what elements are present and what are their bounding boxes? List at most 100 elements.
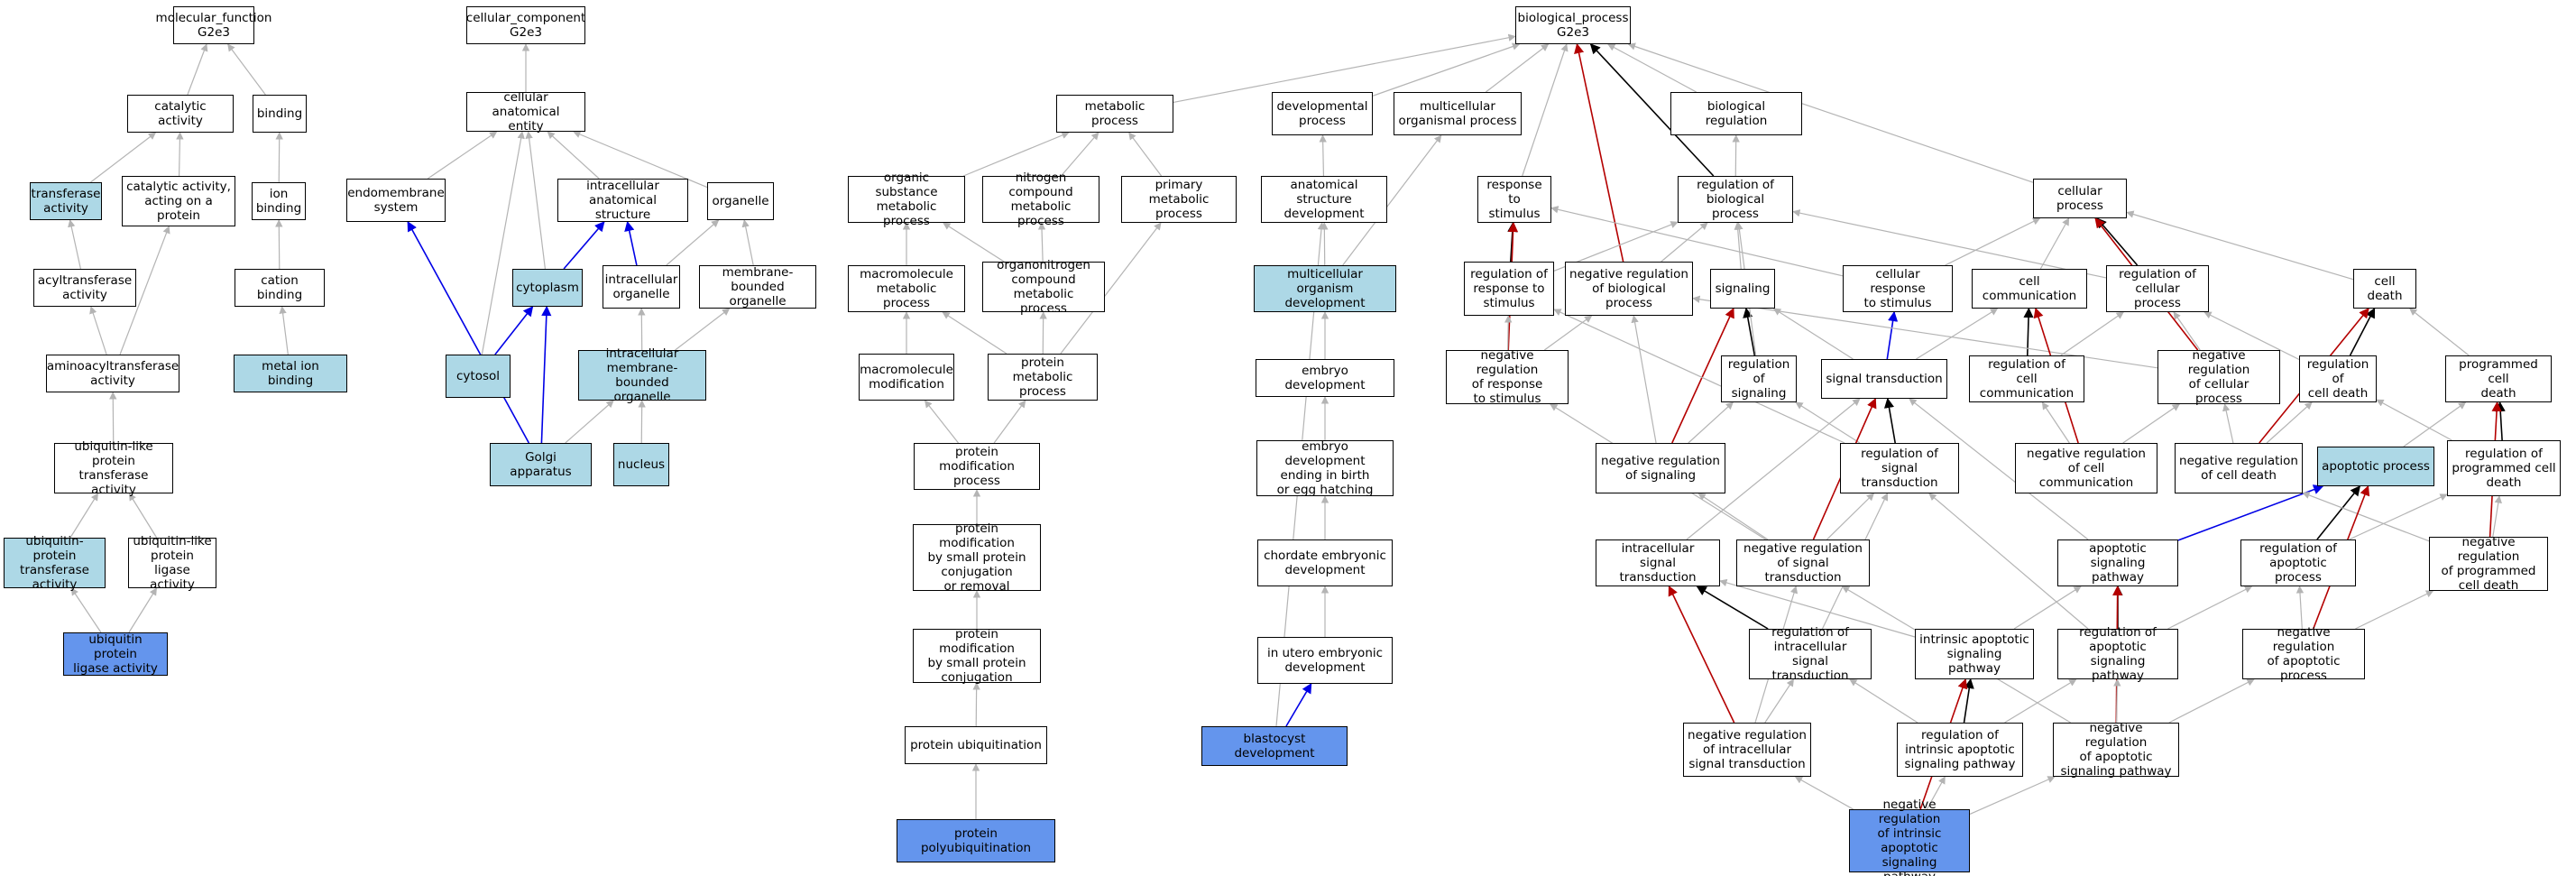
go-term-blastocyst: blastocyst development: [1201, 726, 1348, 766]
edge-protmod-is_a-protmetab: [993, 400, 1026, 444]
edge-regcelldeath-regulates-celldeath: [2349, 308, 2376, 356]
edge-regcellcomm-is_a-regcell: [2060, 311, 2124, 356]
edge-organelle-is_a-cae: [573, 131, 708, 189]
go-term-macromod: macromolecule modification: [859, 354, 954, 401]
go-term-regcell: regulation of cellular process: [2106, 265, 2209, 312]
edge-ionbinding-is_a-binding: [275, 132, 283, 183]
go-term-protmod: protein modification process: [914, 443, 1040, 490]
edge-negregapopsig-is_a-negregapop: [2168, 678, 2255, 724]
go-term-intrasig: intracellular signal transduction: [1596, 539, 1720, 586]
edge-cytoplasm-is_a-cae: [525, 131, 547, 270]
go-term-embryobirth: embryo development ending in birth or eg…: [1256, 439, 1394, 497]
edge-regsigtrans-is_a-regsig: [1795, 401, 1861, 444]
go-term-negregcell: negative regulation of cellular process: [2157, 348, 2280, 406]
edge-regpcd-is_a-regcelldeath: [2376, 399, 2452, 441]
go-term-chordate: chordate embryonic development: [1257, 539, 1393, 586]
edge-negregintrinsic-is_a-regintrinsic: [1926, 776, 1946, 810]
edge-negregapop-is_a-regapop: [2295, 586, 2305, 630]
edge-intrinsic-is_a-apopsig: [2013, 586, 2082, 630]
go-term-catprot: catalytic activity, acting on a protein: [122, 176, 235, 226]
edge-anatdev-is_a-devproc: [1319, 134, 1327, 177]
edge-metab-is_a-bp: [1173, 33, 1516, 104]
go-term-nucleus: nucleus: [613, 443, 669, 486]
edge-cytoplasm-part_of-intanat: [563, 221, 605, 270]
edge-regintrinsic-regulates-intrinsic: [1963, 678, 1974, 724]
edge-regcell-is_a-regbio: [1792, 208, 2107, 279]
edge-intorg-is_a-organelle: [666, 219, 720, 266]
go-term-regintra: regulation of intracellular signal trans…: [1749, 625, 1872, 683]
edge-regsig-regulates-signaling: [1743, 307, 1756, 356]
go-term-multidev: multicellular organism development: [1254, 265, 1396, 312]
edge-cellresp-is_a-respstim: [1550, 206, 1844, 277]
edge-intanat-is_a-cae: [547, 131, 600, 180]
go-term-aminoacyl: aminoacyltransferase activity: [46, 355, 179, 392]
edge-orgsub-is_a-metab: [962, 131, 1070, 177]
go-term-regcelldeath: regulation of cell death: [2299, 355, 2377, 402]
go-term-regpcd: regulation of programmed cell death: [2447, 440, 2561, 496]
go-term-macromol: macromolecule metabolic process: [848, 265, 965, 312]
go-term-golgi: Golgi apparatus: [490, 443, 592, 486]
edge-endomem-is_a-cae: [427, 131, 498, 180]
go-term-ubprotligase: ubiquitin protein ligase activity: [63, 632, 168, 676]
go-term-metalion: metal ion binding: [234, 355, 347, 392]
go-term-transferase: transferase activity: [30, 182, 102, 220]
edge-negregsigtrans-is_a-regsigtrans: [1826, 493, 1875, 540]
edge-metalion-is_a-cationbinding: [279, 306, 289, 355]
edge-negregintra-is_a-regintra: [1764, 678, 1795, 724]
edge-regsigtrans-is_a-regresp: [1553, 309, 1845, 444]
edge-negregcelldeath-is_a-regcelldeath: [2266, 401, 2313, 444]
edge-celldeath-is_a-cellproc: [2126, 210, 2354, 281]
go-term-nitrogen: nitrogen compound metabolic process: [982, 171, 1099, 228]
go-term-cellresp: cellular response to stimulus: [1843, 265, 1953, 312]
edge-protmod-is_a-macromod: [924, 400, 959, 444]
edge-golgi-part_of-endomem: [407, 221, 530, 444]
edge-negregsig-is_a-negregbio: [1631, 315, 1657, 444]
edge-cellproc-is_a-bp: [1627, 42, 2034, 183]
edge-regapop-is_a-regpcd: [2349, 493, 2448, 540]
edge-pcd-is_a-celldeath: [2409, 308, 2470, 356]
edge-cationbinding-is_a-ionbinding: [275, 219, 283, 270]
edge-regintrinsic-is_a-regintra: [1849, 678, 1918, 724]
edge-intorg-part_of-intanat: [624, 220, 638, 266]
edge-golgi-part_of-cytoplasm: [540, 305, 552, 444]
go-term-bp: biological_process G2e3: [1515, 6, 1631, 44]
go-term-organonit: organonitrogen compound metabolic proces…: [982, 258, 1105, 316]
go-term-sigtrans: signal transduction: [1821, 359, 1947, 399]
edge-regpcd-regulates-pcd: [2495, 401, 2506, 441]
edge-regintrinsic-is_a-regapopsig: [2004, 678, 2077, 724]
edge-nitrogen-is_a-metab: [1060, 132, 1099, 177]
edge-golgi-is_a-intmembbound: [565, 400, 614, 444]
edge-respstim-is_a-bp: [1522, 43, 1569, 177]
edge-organonit-is_a-orgsub: [943, 222, 1005, 263]
go-term-signaling: signaling: [1710, 269, 1775, 309]
go-term-regcellcomm: regulation of cell communication: [1969, 355, 2084, 402]
edge-cellresp-is_a-cellproc: [1945, 217, 2041, 266]
edge-apopsig-part_of-apoptotic: [2177, 484, 2324, 541]
edge-sigtrans-part_of-cellresp: [1886, 310, 1899, 360]
edge-negregsig-negatively_regulates-signaling: [1671, 307, 1734, 444]
go-term-regresp: regulation of response to stimulus: [1464, 262, 1554, 316]
go-term-regapopsig: regulation of apoptotic signaling pathwa…: [2057, 625, 2178, 683]
go-term-intmembbound: intracellular membrane-bounded organelle: [578, 346, 706, 404]
go-term-binding: binding: [253, 95, 307, 133]
go-term-regsig: regulation of signaling: [1721, 355, 1797, 402]
edge-apoptotic-is_a-pcd: [2403, 401, 2467, 447]
edge-ubprotligase-is_a-ubligase: [128, 587, 158, 633]
edge-apopsig-is_a-sigtrans: [1909, 398, 2089, 540]
edge-bioreg-is_a-bp: [1607, 43, 1697, 93]
go-term-cytoplasm: cytoplasm: [512, 269, 583, 307]
go-term-regintrinsic: regulation of intrinsic apoptotic signal…: [1897, 723, 2023, 777]
go-term-apoptotic: apoptotic process: [2317, 447, 2434, 486]
edge-negregbio-negatively_regulates-bp: [1574, 42, 1624, 263]
go-term-protpolyubiq: protein polyubiquitination: [897, 819, 1055, 862]
go-term-primmetab: primary metabolic process: [1121, 176, 1237, 223]
edge-primmetab-is_a-metab: [1128, 132, 1163, 177]
edge-catalytic-is_a-mf: [187, 43, 208, 96]
edge-membbound-is_a-organelle: [741, 219, 754, 266]
edge-catprot-is_a-catalytic: [176, 132, 184, 177]
edge-intrinsic-is_a-intrasig: [1719, 578, 1916, 638]
go-term-anatdev: anatomical structure development: [1261, 176, 1387, 223]
go-term-cc: cellular_component G2e3: [466, 6, 585, 44]
edge-multiorg-is_a-bp: [1485, 43, 1550, 93]
